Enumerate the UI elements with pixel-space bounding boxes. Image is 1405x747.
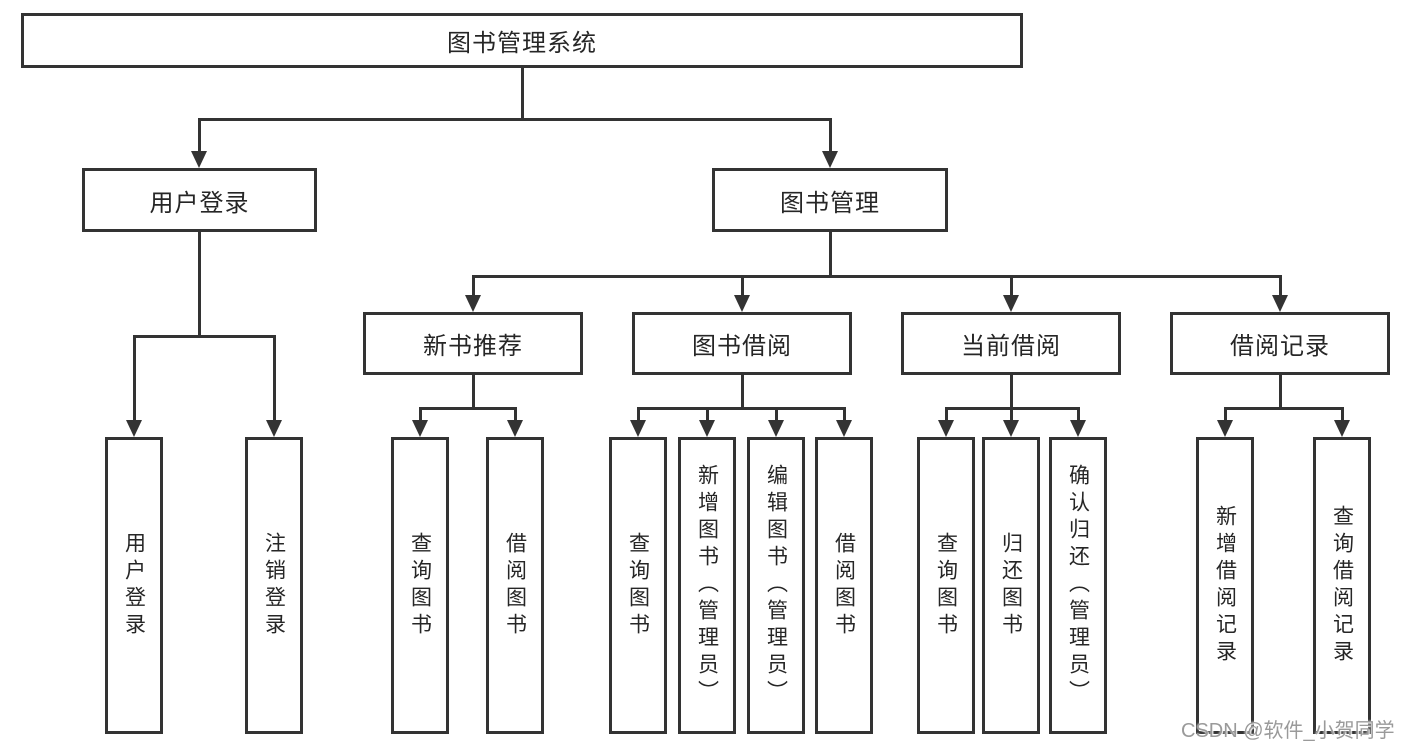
arrowhead-icon <box>1003 420 1019 437</box>
connector-line <box>1010 275 1013 298</box>
leaf-query-books: 查询图书 <box>609 437 667 734</box>
arrowhead-icon <box>699 420 715 437</box>
node-label: 新书推荐 <box>423 333 523 360</box>
node-book-management: 图书管理 <box>712 168 948 232</box>
connector-line <box>829 232 832 276</box>
connector-line <box>1224 407 1227 423</box>
connector-line <box>1224 407 1344 410</box>
connector-line <box>1010 407 1013 423</box>
leaf-label: 查询借阅记录 <box>1330 504 1354 667</box>
node-borrow-records: 借阅记录 <box>1170 312 1390 375</box>
leaf-query-books: 查询图书 <box>917 437 975 734</box>
arrowhead-icon <box>412 420 428 437</box>
node-current-borrowing: 当前借阅 <box>901 312 1121 375</box>
leaf-logout: 注销登录 <box>245 437 303 734</box>
connector-line <box>637 407 640 423</box>
arrowhead-icon <box>465 295 481 312</box>
connector-line <box>1341 407 1344 423</box>
arrowhead-icon <box>938 420 954 437</box>
leaf-label: 编辑图书（管理员） <box>764 464 788 707</box>
connector-line <box>514 407 517 423</box>
arrowhead-icon <box>126 420 142 437</box>
connector-line <box>706 407 709 423</box>
leaf-label: 借阅图书 <box>503 531 527 640</box>
arrowhead-icon <box>266 420 282 437</box>
leaf-add-borrow-record: 新增借阅记录 <box>1196 437 1254 734</box>
connector-line <box>198 118 201 154</box>
leaf-user-login: 用户登录 <box>105 437 163 734</box>
node-label: 当前借阅 <box>961 333 1061 360</box>
connector-line <box>472 275 475 298</box>
node-label: 图书管理 <box>780 189 880 217</box>
leaf-borrow-books: 借阅图书 <box>815 437 873 734</box>
arrowhead-icon <box>1334 420 1350 437</box>
connector-line <box>637 407 846 410</box>
leaf-label: 归还图书 <box>999 531 1023 640</box>
arrowhead-icon <box>768 420 784 437</box>
arrowhead-icon <box>1217 420 1233 437</box>
connector-line <box>472 375 475 409</box>
leaf-label: 借阅图书 <box>832 531 856 640</box>
watermark: CSDN @软件_小贺同学 <box>1181 720 1395 742</box>
connector-line <box>198 118 832 121</box>
connector-line <box>775 407 778 423</box>
connector-line <box>1279 275 1282 298</box>
arrowhead-icon <box>734 295 750 312</box>
connector-line <box>945 407 948 423</box>
leaf-label: 查询图书 <box>934 531 958 640</box>
leaf-add-books-admin: 新增图书（管理员） <box>678 437 736 734</box>
leaf-label: 查询图书 <box>408 531 432 640</box>
arrowhead-icon <box>507 420 523 437</box>
connector-line <box>1010 375 1013 409</box>
leaf-label: 用户登录 <box>122 531 146 640</box>
leaf-label: 新增图书（管理员） <box>695 464 719 707</box>
leaf-edit-books-admin: 编辑图书（管理员） <box>747 437 805 734</box>
arrowhead-icon <box>836 420 852 437</box>
connector-line <box>1279 375 1282 409</box>
node-label: 图书管理系统 <box>447 30 597 57</box>
connector-line <box>133 335 276 338</box>
node-label: 图书借阅 <box>692 333 792 360</box>
connector-line <box>419 407 422 423</box>
leaf-return-books: 归还图书 <box>982 437 1040 734</box>
connector-line <box>472 275 1282 278</box>
leaf-label: 新增借阅记录 <box>1213 504 1237 667</box>
connector-line <box>198 232 201 337</box>
connector-line <box>133 335 136 423</box>
leaf-label: 确认归还（管理员） <box>1066 464 1090 707</box>
connector-line <box>829 118 832 154</box>
arrowhead-icon <box>1272 295 1288 312</box>
connector-line <box>1077 407 1080 423</box>
node-book-borrowing: 图书借阅 <box>632 312 852 375</box>
connector-line <box>843 407 846 423</box>
leaf-query-books: 查询图书 <box>391 437 449 734</box>
leaf-label: 查询图书 <box>626 531 650 640</box>
leaf-query-borrow-record: 查询借阅记录 <box>1313 437 1371 734</box>
node-system-root: 图书管理系统 <box>21 13 1023 68</box>
node-user-login: 用户登录 <box>82 168 317 232</box>
connector-line <box>741 375 744 409</box>
leaf-confirm-return-admin: 确认归还（管理员） <box>1049 437 1107 734</box>
connector-line <box>419 407 517 410</box>
connector-line <box>273 335 276 423</box>
node-label: 用户登录 <box>149 189 250 217</box>
connector-line <box>521 68 524 118</box>
arrowhead-icon <box>1070 420 1086 437</box>
node-label: 借阅记录 <box>1230 333 1330 360</box>
arrowhead-icon <box>1003 295 1019 312</box>
node-new-book-recommend: 新书推荐 <box>363 312 583 375</box>
arrowhead-icon <box>191 151 207 168</box>
connector-line <box>741 275 744 298</box>
arrowhead-icon <box>630 420 646 437</box>
leaf-borrow-books: 借阅图书 <box>486 437 544 734</box>
arrowhead-icon <box>822 151 838 168</box>
leaf-label: 注销登录 <box>262 531 286 640</box>
